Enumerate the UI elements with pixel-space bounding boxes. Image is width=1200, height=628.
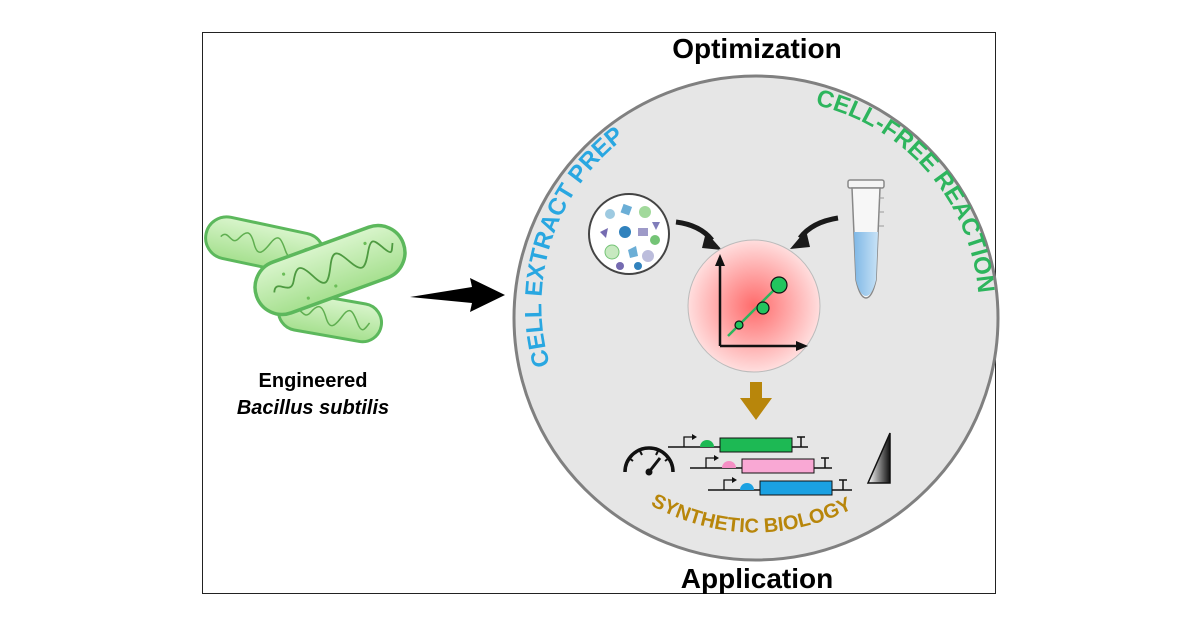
optimization-title: Optimization [672, 33, 842, 64]
arrow-head-left [702, 232, 722, 250]
organism-label-line2: Bacillus subtilis [237, 397, 389, 419]
application-title: Application [681, 563, 833, 594]
arrow-right-icon [410, 278, 505, 312]
extract-droplet-icon [588, 193, 670, 275]
gradient-triangle-icon [866, 432, 891, 484]
arrow-head-right [790, 230, 810, 249]
speedometer-icon [623, 446, 675, 476]
organism-label-line1: Engineered [259, 370, 368, 392]
down-arrow-icon [740, 382, 772, 420]
gene-circuit-icon [668, 434, 852, 496]
microtube-icon [847, 179, 885, 299]
optimization-plot-icon [687, 239, 821, 373]
bacteria-icon [204, 215, 407, 344]
